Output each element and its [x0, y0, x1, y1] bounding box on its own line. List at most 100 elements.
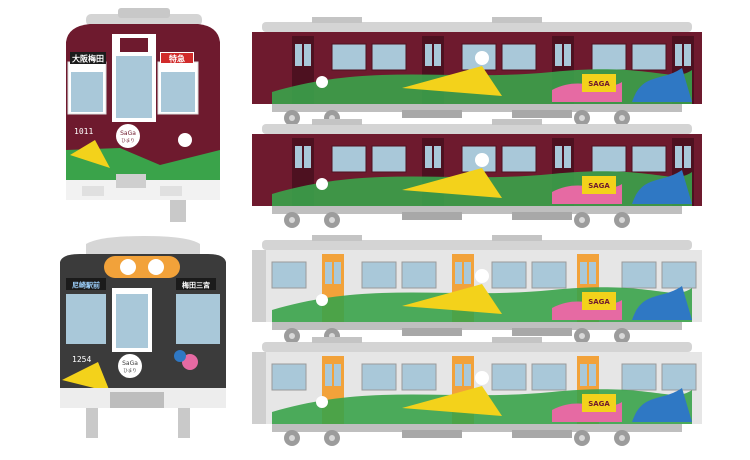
front-art-balloons: [182, 354, 198, 370]
side-art-character: [475, 153, 489, 167]
wheel-hub: [619, 115, 625, 121]
side-window: [401, 363, 437, 391]
pantograph: [312, 235, 362, 241]
side-view-1-1: SAGA: [252, 337, 702, 446]
front-art-sun: [62, 362, 110, 392]
equipment-box: [512, 212, 572, 220]
front-art-character: [178, 133, 192, 147]
door-window: [555, 146, 562, 168]
logo-line1: SaGa: [122, 360, 138, 367]
side-window: [371, 43, 407, 71]
door-window: [425, 146, 432, 168]
side-window: [501, 145, 537, 173]
left-window: [66, 294, 106, 344]
wheel-hub: [579, 333, 585, 339]
side-end-panel: [252, 250, 266, 322]
coupler: [110, 392, 164, 408]
door-window: [555, 44, 562, 66]
headlight-right: [148, 259, 164, 275]
side-window: [621, 363, 657, 391]
side-roof: [262, 240, 692, 250]
door-window: [580, 262, 587, 284]
logo-line2: ひまり: [121, 138, 135, 144]
side-window: [661, 261, 697, 289]
door-window: [564, 146, 571, 168]
side-roof: [262, 22, 692, 32]
side-view-0-0: SAGA: [252, 17, 702, 126]
door-window: [325, 262, 332, 284]
door-window: [684, 146, 691, 168]
side-art-character: [316, 294, 328, 306]
door-window: [589, 262, 596, 284]
side-art-wave: [632, 170, 692, 204]
service-type-text: 特急: [169, 54, 185, 64]
pantograph-base: [118, 8, 170, 18]
silver-train-front: 尼崎駅前 梅田三宮 1254 SaGa ひまり: [60, 236, 226, 438]
right-window: [161, 72, 195, 112]
pantograph: [492, 235, 542, 241]
side-art-character: [316, 178, 328, 190]
equipment-box: [402, 110, 462, 118]
wheel-hub: [289, 115, 295, 121]
side-art-yellow: [402, 284, 502, 314]
side-window: [591, 43, 627, 71]
pantograph: [492, 119, 542, 125]
wheel-hub: [579, 217, 585, 223]
right-window: [176, 294, 220, 344]
wheel-hub: [289, 435, 295, 441]
destination-text: 尼崎駅前: [72, 281, 100, 290]
door-window: [675, 44, 682, 66]
pantograph: [312, 337, 362, 343]
saga-logo: [116, 124, 140, 148]
wheel-hub: [619, 435, 625, 441]
side-window: [501, 43, 537, 71]
side-art-character: [316, 76, 328, 88]
car-number: 1254: [72, 355, 91, 364]
side-window: [271, 363, 307, 391]
side-window: [331, 145, 367, 173]
side-art-character: [316, 396, 328, 408]
side-art-yellow: [402, 66, 502, 96]
wheel-hub: [619, 333, 625, 339]
logo-line1: SaGa: [120, 130, 136, 137]
door-window: [589, 364, 596, 386]
door-window: [334, 262, 341, 284]
logo-line2: ひまり: [123, 368, 137, 374]
side-art-character: [475, 269, 489, 283]
front-art-green: [66, 148, 220, 180]
pantograph: [492, 337, 542, 343]
side-tag-text: SAGA: [588, 298, 610, 306]
door-window: [325, 364, 332, 386]
underframe: [272, 206, 682, 214]
equipment-box: [512, 328, 572, 336]
side-window: [631, 43, 667, 71]
side-art-wave: [632, 388, 692, 422]
door-window: [295, 44, 302, 66]
side-tag-text: SAGA: [588, 182, 610, 190]
side-art-wave: [632, 286, 692, 320]
headlight-left: [120, 259, 136, 275]
equipment-box: [402, 212, 462, 220]
side-view-1-0: SAGA: [252, 235, 702, 344]
left-window: [71, 72, 103, 112]
pantograph: [312, 119, 362, 125]
side-tag-text: SAGA: [588, 80, 610, 88]
side-window: [491, 363, 527, 391]
pantograph: [312, 17, 362, 23]
service-sign: [176, 278, 216, 290]
side-view-0-1: SAGA: [252, 119, 702, 228]
side-window: [491, 261, 527, 289]
door-window: [295, 146, 302, 168]
side-art-character: [475, 371, 489, 385]
wheel-hub: [289, 217, 295, 223]
door-window: [304, 146, 311, 168]
door-window: [455, 262, 462, 284]
wheel-hub: [289, 333, 295, 339]
side-art-yellow: [402, 386, 502, 416]
side-window: [531, 261, 567, 289]
underframe: [272, 424, 682, 432]
equipment-box: [512, 430, 572, 438]
door-window: [304, 44, 311, 66]
underframe: [272, 104, 682, 112]
